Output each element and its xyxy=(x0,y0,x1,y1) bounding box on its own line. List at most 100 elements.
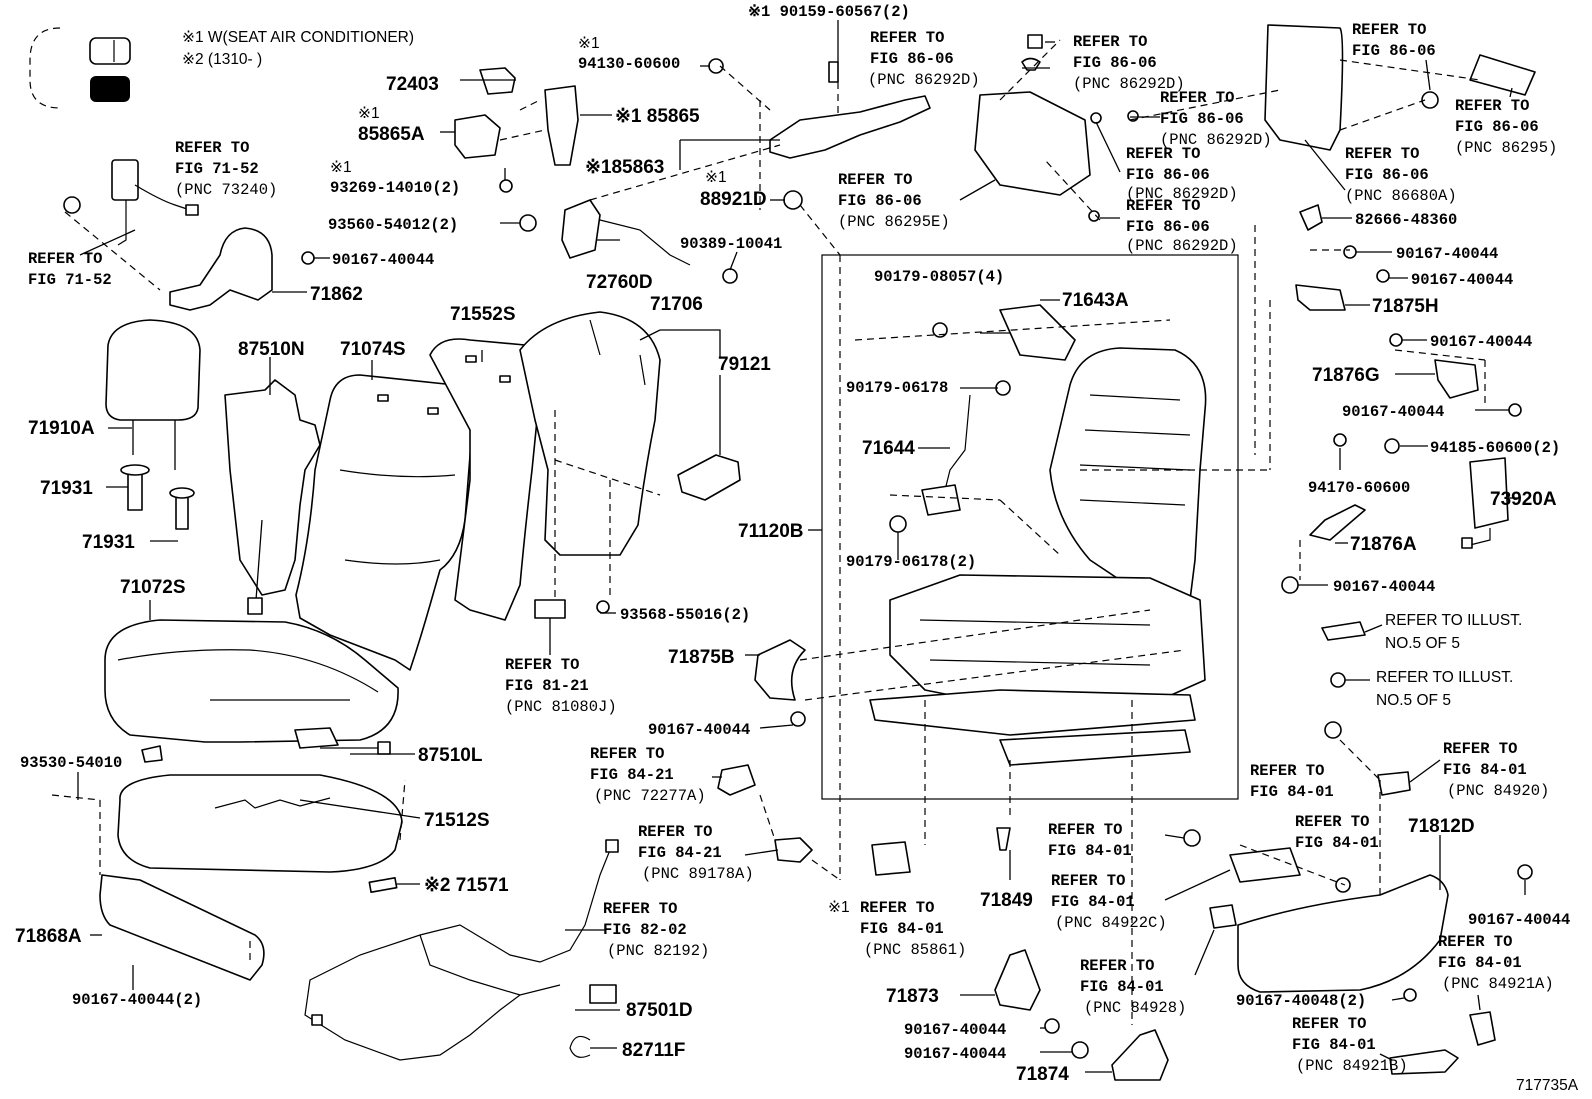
label-73920a: 73920A xyxy=(1490,489,1557,510)
label-82711f: 82711F xyxy=(622,1040,685,1061)
ref-84-21-b-title: REFER TO xyxy=(638,823,712,841)
ref-81-21-pnc: (PNC 81080J) xyxy=(505,698,617,716)
knob-84921b-drawing xyxy=(1389,1049,1459,1075)
label-93269-mark: ※1 xyxy=(330,159,352,176)
ref-82-02-title: REFER TO xyxy=(603,900,677,918)
label-85865a: 85865A xyxy=(358,124,425,145)
part-73920a-drawing xyxy=(1469,457,1509,529)
legend-black-switch-icon xyxy=(90,76,130,102)
illust-b-line1: REFER TO ILLUST. xyxy=(1376,669,1513,686)
ref-86-06-d-fig: FIG 86-06 xyxy=(1126,166,1210,184)
part-82711f-drawing xyxy=(569,1035,591,1058)
part-71862-drawing xyxy=(169,227,273,311)
ref-81-21-title: REFER TO xyxy=(505,656,579,674)
heater-pad-87510l-drawing xyxy=(294,727,391,755)
label-71862: 71862 xyxy=(310,284,363,305)
part-82666-drawing xyxy=(1299,204,1323,231)
label-93560: 93560-54012(2) xyxy=(328,216,458,234)
label-71876g: 71876G xyxy=(1312,365,1380,386)
part-71571-drawing xyxy=(368,877,398,893)
ref-86-06-f-pnc: (PNC 86295E) xyxy=(838,213,950,231)
ref-84-01-c-pnc: (PNC 84922C) xyxy=(1055,914,1167,932)
ref-86-06-e-title: REFER TO xyxy=(1126,197,1200,215)
ref-86-06-g-fig: FIG 86-06 xyxy=(1352,42,1436,60)
label-90167-48: 90167-40048(2) xyxy=(1236,992,1366,1010)
label-90159: ※1 90159-60567(2) xyxy=(748,3,910,21)
ref-84-01-i-title: REFER TO xyxy=(1292,1015,1366,1033)
part-71874-drawing xyxy=(1111,1029,1169,1081)
part-85865-drawing xyxy=(544,85,579,166)
ref-84-21-a-title: REFER TO xyxy=(590,745,664,763)
part-71875h-drawing xyxy=(1295,284,1346,311)
label-93269: 93269-14010(2) xyxy=(330,179,460,197)
switch-84922c-drawing xyxy=(1229,847,1301,883)
ref-81-21-fig: FIG 81-21 xyxy=(505,677,589,695)
part-71873-drawing xyxy=(994,949,1041,1011)
frame-assembly-box xyxy=(821,254,1239,800)
headrest-drawing xyxy=(105,319,201,470)
ref-84-01-a-title: REFER TO xyxy=(860,899,934,917)
ref-86-06-i-title: REFER TO xyxy=(1345,145,1419,163)
label-71644: 71644 xyxy=(862,438,915,459)
part-72403-drawing xyxy=(479,67,516,95)
label-71072s: 71072S xyxy=(120,577,186,598)
label-71552s: 71552S xyxy=(450,304,516,325)
ref-84-01-b-fig: FIG 84-01 xyxy=(1048,842,1132,860)
part-79121-drawing xyxy=(677,454,741,501)
cushion-shield-drawing xyxy=(99,874,265,981)
label-88921d-mark: ※1 xyxy=(705,169,727,186)
seatbelt-buckle-drawing xyxy=(111,159,199,246)
part-71643a-drawing xyxy=(999,304,1076,361)
label-90179-4: 90179-08057(4) xyxy=(874,268,1004,286)
part-93530-drawing xyxy=(141,745,163,763)
connector-81080j-drawing xyxy=(534,599,566,619)
ref-84-01-e-title: REFER TO xyxy=(1250,762,1324,780)
ref-84-01-c-fig: FIG 84-01 xyxy=(1051,893,1135,911)
part-93560-drawing xyxy=(519,214,537,232)
ref-84-01-h-title: REFER TO xyxy=(1438,933,1512,951)
legend-w-label: ※1 W(SEAT AIR CONDITIONER) xyxy=(182,29,414,46)
label-90167-f: 90167-40044 xyxy=(1396,245,1498,263)
ref-86-06-h-fig: FIG 86-06 xyxy=(1455,118,1539,136)
ref-84-21-a-pnc: (PNC 72277A) xyxy=(594,787,706,805)
legend-white-switch-icon xyxy=(89,37,131,65)
seatback-panel-86680a-drawing xyxy=(1264,24,1344,151)
legend-x2-label: ※2 (1310- ) xyxy=(182,51,262,68)
cushion-pad-drawing xyxy=(117,774,403,873)
ref-84-01-d-title: REFER TO xyxy=(1080,957,1154,975)
ref-84-21-b-fig: FIG 84-21 xyxy=(638,844,722,862)
label-90167-k: 90167-40044 xyxy=(1468,911,1570,929)
knob-84921a-drawing xyxy=(1469,1011,1496,1046)
label-90389: 90389-10041 xyxy=(680,235,782,253)
label-90167-c: 90167-40044(2) xyxy=(72,991,202,1009)
label-71706: 71706 xyxy=(650,294,703,315)
label-71812d: 71812D xyxy=(1408,816,1475,837)
label-90167-h: 90167-40044 xyxy=(1430,333,1532,351)
label-71868a: 71868A xyxy=(15,926,82,947)
part-71644-drawing xyxy=(921,394,971,516)
switch-84920-drawing xyxy=(1377,771,1411,796)
part-71875b-drawing xyxy=(754,639,806,701)
ref-84-01-d-pnc: (PNC 84928) xyxy=(1084,999,1186,1017)
label-71875h: 71875H xyxy=(1372,296,1439,317)
label-71120b: 71120B xyxy=(738,521,804,542)
ref-84-01-c-title: REFER TO xyxy=(1051,872,1125,890)
label-71910a: 71910A xyxy=(28,418,95,439)
label-94130: 94130-60600 xyxy=(578,55,680,73)
label-90179-2: 90179-06178(2) xyxy=(846,553,976,571)
part-85861-drawing xyxy=(871,841,911,876)
ref-84-21-a-fig: FIG 84-21 xyxy=(590,766,674,784)
ref-84-01-a-mark: ※1 xyxy=(828,899,850,916)
ref-84-01-f-fig: FIG 84-01 xyxy=(1443,761,1527,779)
side-shield-71812d-drawing xyxy=(1237,874,1449,993)
heater-pad-87510n-drawing xyxy=(224,379,321,596)
label-90167-d: 90167-40044 xyxy=(904,1021,1006,1039)
ref-84-01-i-fig: FIG 84-01 xyxy=(1292,1036,1376,1054)
label-94170: 94170-60600 xyxy=(1308,479,1410,497)
label-82666: 82666-48360 xyxy=(1355,211,1457,229)
label-71875b: 71875B xyxy=(668,647,735,668)
ref-84-01-d-fig: FIG 84-01 xyxy=(1080,978,1164,996)
ref-84-01-h-pnc: (PNC 84921A) xyxy=(1442,975,1554,993)
ref-84-01-f-title: REFER TO xyxy=(1443,740,1517,758)
